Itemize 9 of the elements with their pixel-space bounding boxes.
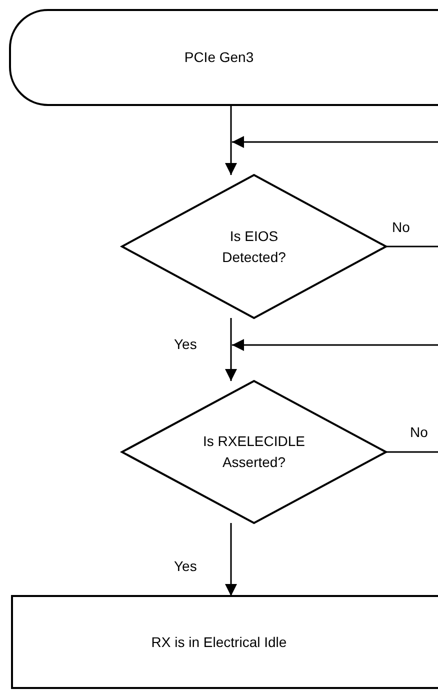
node-text: Is EIOS Detected?	[221, 226, 287, 266]
node-text: RX is in Electrical Idle	[151, 632, 287, 652]
arrow	[232, 339, 438, 351]
arrow	[225, 105, 237, 175]
node-text: Is RXELECIDLE Asserted?	[202, 432, 306, 472]
arrow	[232, 136, 438, 148]
arrow	[225, 318, 237, 381]
node-text: PCIe Gen3	[184, 48, 254, 67]
arrow	[225, 523, 237, 596]
